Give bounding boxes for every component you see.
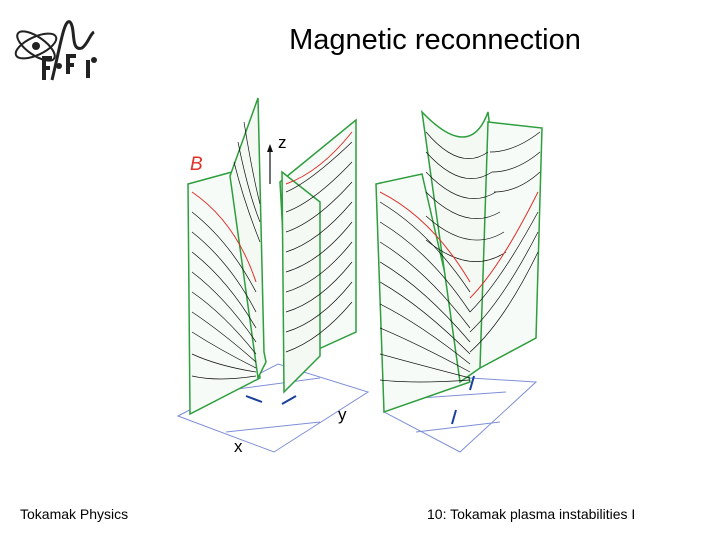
flow-arrow-bottom bbox=[451, 409, 457, 425]
institute-logo bbox=[14, 20, 97, 81]
flow-arrow-top bbox=[469, 375, 475, 391]
slide-title: Magnetic reconnection bbox=[289, 24, 581, 56]
flow-arrow-right bbox=[281, 395, 297, 405]
right-panel bbox=[375, 109, 543, 453]
field-lines-left bbox=[191, 121, 353, 380]
z-axis-label: z bbox=[278, 133, 287, 152]
x-axis-label: x bbox=[234, 437, 243, 456]
field-label: B bbox=[190, 154, 203, 175]
plane-right-front bbox=[281, 170, 321, 394]
plane-left-front bbox=[229, 97, 267, 381]
flow-arrow-left bbox=[245, 395, 263, 403]
footer-course: Tokamak Physics bbox=[20, 506, 129, 522]
right-plane-side bbox=[479, 121, 543, 370]
reconnection-diagram: B z y x bbox=[176, 97, 543, 456]
separatrix-left bbox=[191, 131, 353, 283]
right-plane-back bbox=[375, 173, 471, 414]
separatrix-right bbox=[379, 191, 539, 299]
field-lines-right bbox=[379, 131, 541, 383]
plane-left-back bbox=[187, 171, 261, 416]
footer-lecture: 10: Tokamak plasma instabilities I bbox=[427, 506, 636, 522]
y-axis-label: y bbox=[338, 405, 347, 424]
left-panel: B z y x bbox=[176, 97, 370, 456]
